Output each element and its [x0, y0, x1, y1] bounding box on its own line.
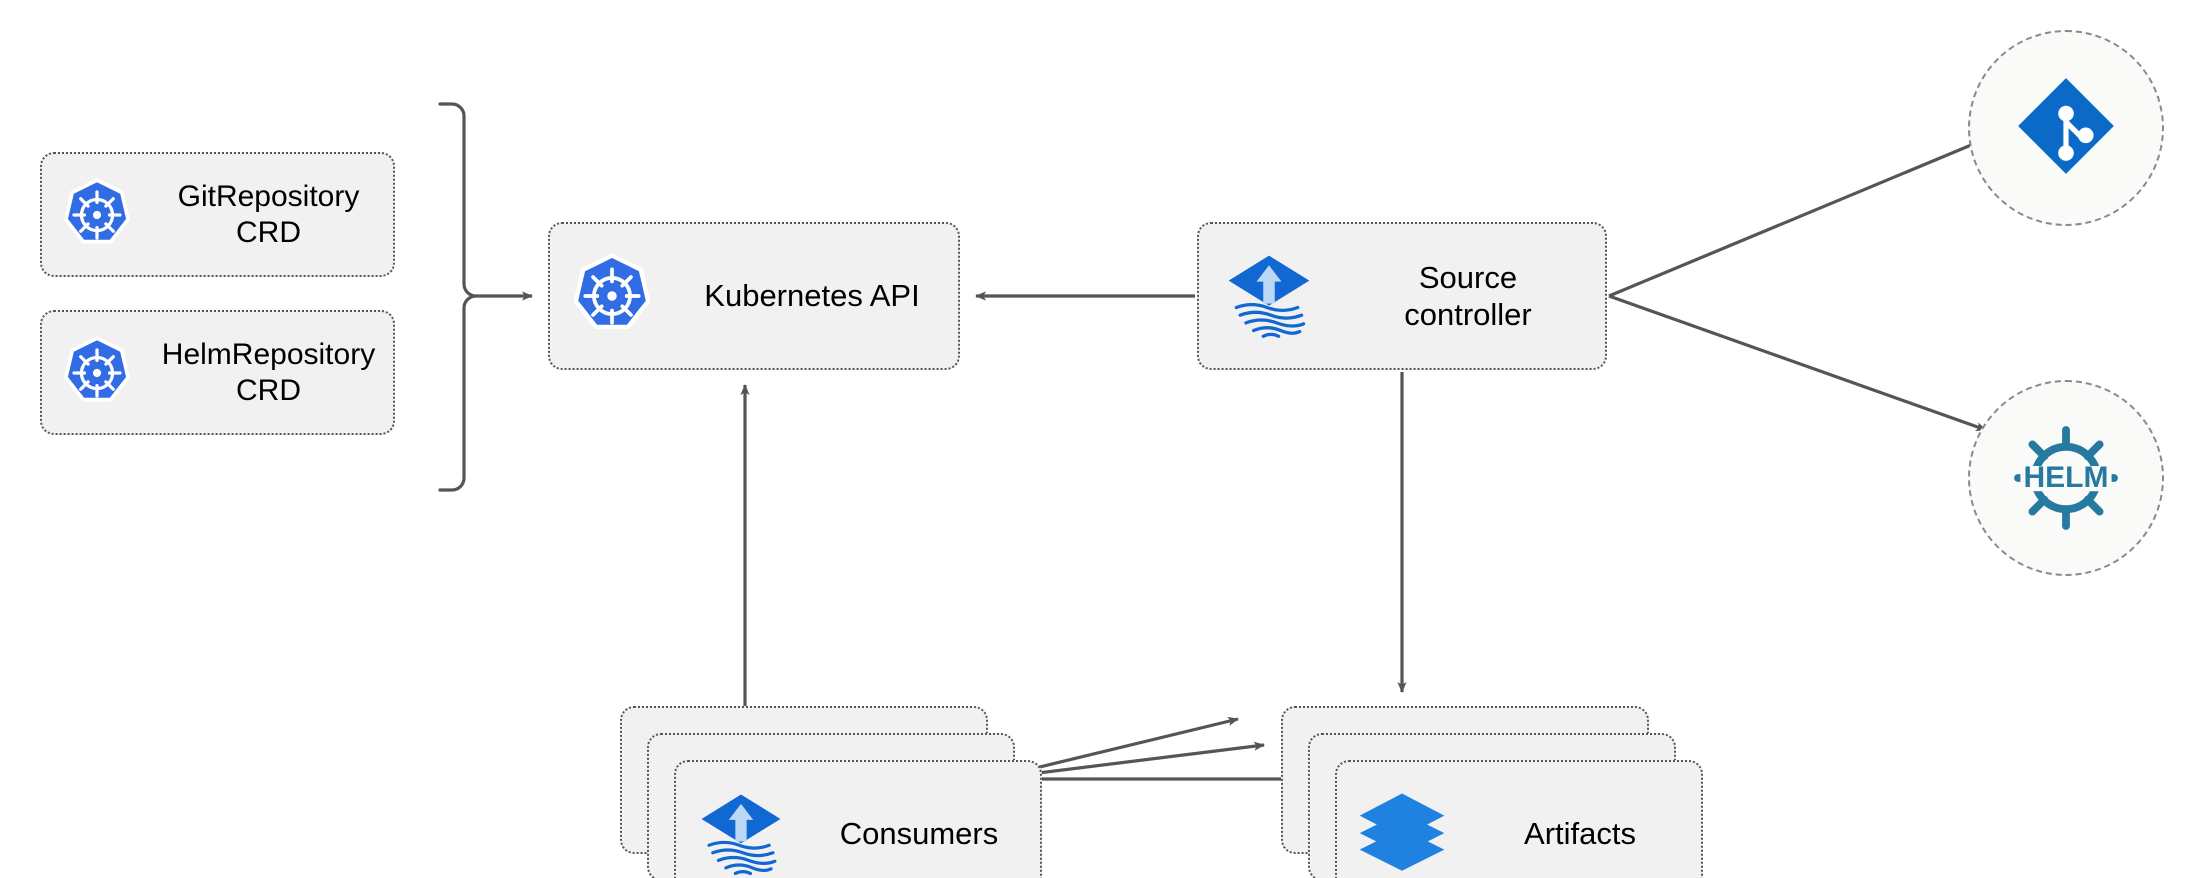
kubernetes-icon	[550, 253, 674, 339]
node-label: Artifacts	[1524, 816, 1636, 852]
kubernetes-icon	[42, 177, 152, 252]
node-consumers[interactable]: Consumers	[674, 760, 1042, 878]
node-source-controller[interactable]: Source controller	[1197, 222, 1607, 370]
node-kubernetes-api[interactable]: Kubernetes API	[548, 222, 960, 370]
node-label: Kubernetes API	[704, 278, 920, 314]
edge-source-to-git	[1608, 136, 1989, 298]
node-git-repository-crd[interactable]: GitRepository CRD	[40, 152, 395, 277]
flux-icon	[1199, 248, 1339, 344]
node-git-source[interactable]	[1968, 30, 2164, 226]
node-label: Consumers	[839, 816, 999, 852]
flux-icon	[676, 787, 806, 878]
node-label: HelmRepository CRD	[161, 337, 376, 407]
edge-source-to-helm	[1608, 294, 1987, 432]
node-artifacts[interactable]: Artifacts	[1335, 760, 1703, 878]
helm-wordmark: HELM	[2024, 461, 2109, 494]
git-icon	[2014, 74, 2118, 183]
kubernetes-icon	[42, 335, 152, 410]
node-label: Source controller	[1404, 259, 1532, 332]
node-label: GitRepository CRD	[177, 179, 360, 249]
layers-icon	[1337, 788, 1467, 878]
crd-bracket	[438, 102, 533, 492]
node-helm-source[interactable]: HELM	[1968, 380, 2164, 576]
helm-icon: HELM	[2006, 418, 2126, 538]
node-helm-repository-crd[interactable]: HelmRepository CRD	[40, 310, 395, 435]
